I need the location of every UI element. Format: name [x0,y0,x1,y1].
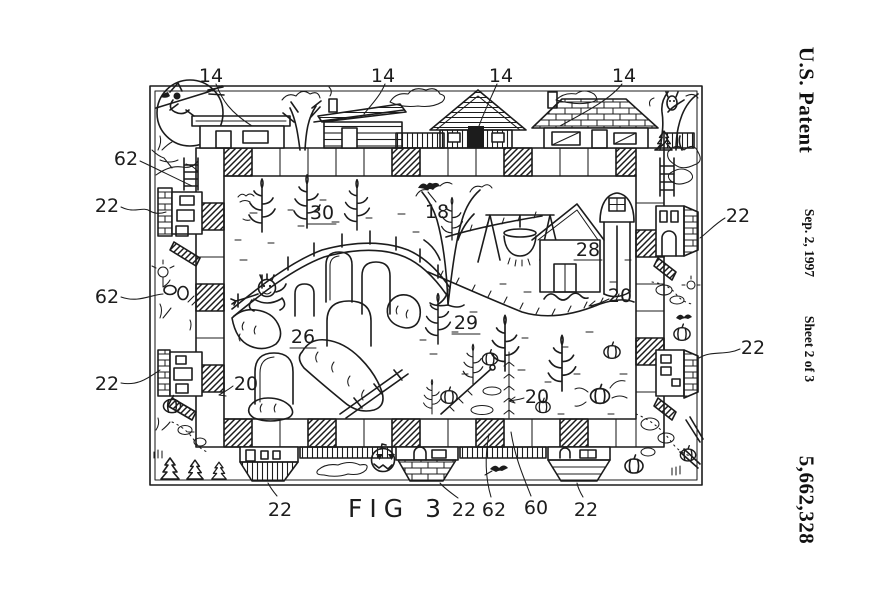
ref-20-snake: 20 [608,285,632,307]
ref-18: 18 [425,201,449,223]
wire-fence-long [427,270,635,317]
ref-22-bottom-a: 22 [268,499,292,521]
bird-right [676,314,692,320]
left-steps-2 [167,397,197,421]
ref-14-house3: 14 [489,65,513,87]
house-2-log-cabin [313,86,407,149]
silo [599,192,635,298]
owl-tree [648,91,699,151]
ref-26: 26 [291,326,315,348]
ref-62-left-top: 62 [114,148,138,170]
left-building-bottom [157,349,203,397]
witch-on-moon [155,79,225,147]
ref-22-right-top: 22 [726,205,750,227]
ref-22-bottom-c: 22 [574,499,598,521]
house-3-a-frame [429,89,527,149]
bottom-building-c [547,446,611,482]
flower [151,259,175,288]
ref-30: 30 [310,202,334,224]
ref-22-left-bottom: 22 [95,373,119,395]
right-margin [624,145,704,476]
grass-dashes [234,199,632,415]
grave-mounds [231,294,422,422]
tree-top-1 [281,90,322,151]
token-ovals [163,284,199,306]
ref-60-bottom: 60 [524,497,548,519]
picket-fence-top-1 [395,132,445,149]
fringed-stalk [503,351,515,419]
right-ladder-1 [659,157,675,197]
ref-62-bottom: 62 [482,499,506,521]
jack-o-lantern [370,443,396,473]
right-steps-2 [653,397,677,421]
bird-field-1 [237,193,255,203]
left-steps-1 [169,241,201,267]
left-margin [151,135,203,433]
reference-labels: 14 14 14 14 62 22 62 22 22 22 30 18 28 2… [95,65,765,523]
stone-path-right-2 [635,413,691,457]
bird-bottom [484,465,508,476]
gnarled-tree [415,181,493,308]
ref-20-corn: 20 [525,386,549,408]
bare-tree-top-left [151,149,199,176]
label-underlines [289,223,603,349]
bottom-building-b [395,446,459,482]
left-ladder-bridge [183,157,199,191]
barn [531,203,605,293]
broken-fence [339,369,409,419]
leader-lines [120,83,741,499]
right-steps-1 [653,257,677,281]
bottom-building-a [239,446,299,482]
ref-20-grave: 20 [234,373,258,395]
ground-oval-1 [482,386,502,396]
ref-28: 28 [576,239,600,261]
pumpkin-vine [574,380,628,407]
ref-22-right-bottom: 22 [741,337,765,359]
right-building-bottom [655,349,699,399]
snake [543,292,589,301]
house-1 [191,115,291,149]
cloud-1 [389,88,446,108]
ref-62-left-mid: 62 [95,286,119,308]
stone-path-right-1 [651,275,701,305]
ref-22-bottom-b: 22 [452,499,476,521]
ref-14-house4: 14 [612,65,636,87]
right-building-top [655,205,699,257]
cauldron [477,214,561,267]
fence-right-corner [679,416,704,469]
house-4 [531,91,659,149]
ref-14-house2: 14 [371,65,395,87]
headstones [254,251,391,405]
ground-oval-2 [470,404,494,416]
stone-path-bottom-left [171,421,209,453]
ref-29: 29 [454,312,478,334]
playfield [230,174,635,422]
puddle [316,461,368,477]
figure-caption: FIG 3 [348,494,448,523]
ref-22-left-top: 22 [95,195,119,217]
track-hatched-squares [195,147,665,448]
wire-fence-short [445,211,543,238]
ref-14-house1: 14 [199,65,223,87]
bottom-margin [153,421,611,482]
rake [440,364,496,415]
picket-row-b [459,446,547,459]
